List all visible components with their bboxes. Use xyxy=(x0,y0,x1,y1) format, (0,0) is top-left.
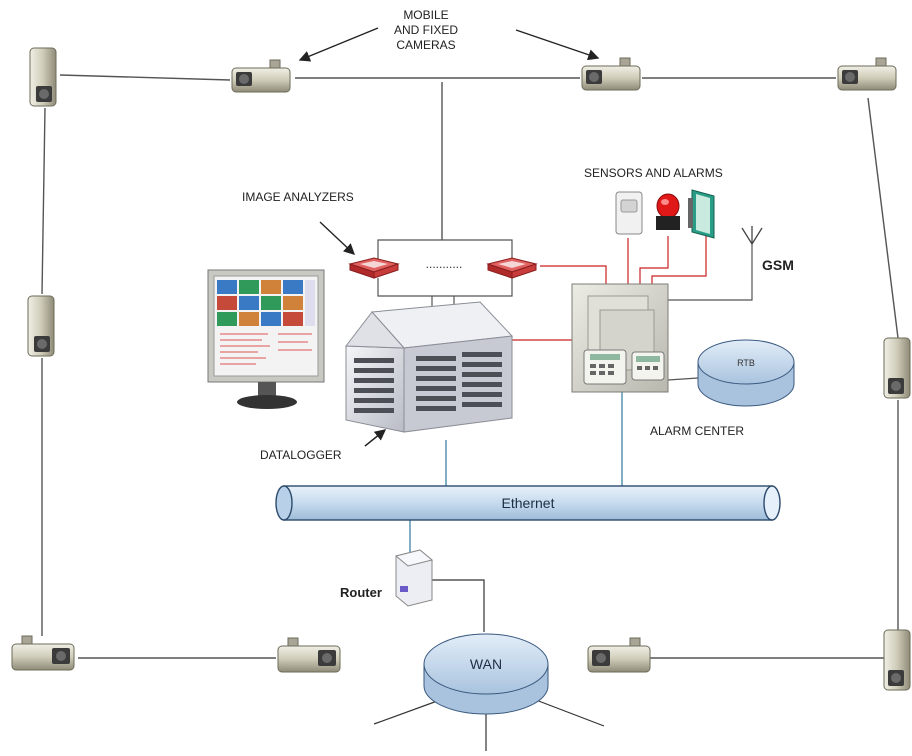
motion-sensor xyxy=(615,191,643,235)
datalogger-server xyxy=(345,301,514,433)
camera-bottom-center-left xyxy=(277,637,341,673)
alarm-center-label: ALARM CENTER xyxy=(650,424,745,438)
wire-analyzer-panel xyxy=(540,265,607,284)
monitor xyxy=(207,269,325,409)
image-analyzer-left xyxy=(348,257,400,279)
sensors-alarms-label: SENSORS AND ALARMS xyxy=(584,166,723,180)
camera-right-middle xyxy=(883,337,911,399)
analyzer-bus xyxy=(377,239,513,312)
wan-link-left xyxy=(373,699,441,725)
cameras-label: MOBILE AND FIXED CAMERAS xyxy=(393,8,458,52)
alarm-keypad-secondary xyxy=(631,351,665,381)
wan-node: WAN xyxy=(423,633,549,715)
wan-link-right xyxy=(535,699,605,727)
camera-top-center xyxy=(581,57,641,91)
camera-left-middle xyxy=(27,295,55,357)
image-analyzers-label: IMAGE ANALYZERS xyxy=(242,190,354,204)
wire-router-wan xyxy=(432,579,485,632)
router-device xyxy=(394,549,434,607)
camera-bottom-center-right xyxy=(587,637,651,673)
arrow-to-datalogger xyxy=(364,429,387,447)
camera-label-arrows xyxy=(298,27,600,447)
alarm-keypad xyxy=(583,349,627,385)
wire-sensor-2 xyxy=(639,236,669,284)
gsm-antenna-icon xyxy=(741,226,763,245)
arrow-to-camera-right xyxy=(515,29,600,61)
rtb-label: RTB xyxy=(737,358,755,368)
alarm-control-panel xyxy=(571,283,669,393)
image-analyzer-right xyxy=(486,257,538,279)
analyzer-ellipsis: ........... xyxy=(426,257,463,271)
monitor-video-grid xyxy=(217,280,315,326)
gsm-label: GSM xyxy=(762,257,794,273)
router-label: Router xyxy=(340,585,382,600)
ethernet-label: Ethernet xyxy=(502,495,555,511)
alarm-wiring xyxy=(510,236,707,341)
camera-bottom-left xyxy=(11,635,75,671)
analyzer-bus-top xyxy=(377,239,513,262)
ethernet-bus: Ethernet xyxy=(275,485,781,521)
camera-top-right xyxy=(837,57,897,91)
camera-left-top xyxy=(29,47,57,107)
wire-gsm-panel xyxy=(668,244,753,301)
wan-label: WAN xyxy=(470,656,502,672)
wire-left-upper xyxy=(41,107,46,295)
wire-panel-rtb xyxy=(667,377,699,381)
network-wiring xyxy=(409,392,623,554)
datalogger-label: DATALOGGER xyxy=(260,448,342,462)
camera-right-bottom xyxy=(883,629,911,691)
wire-sensor-3 xyxy=(651,236,707,284)
camera-perimeter-wiring xyxy=(41,74,899,659)
wire-right-upper xyxy=(867,97,899,339)
arrow-to-camera-left xyxy=(298,27,379,62)
gsm-rtb-wiring xyxy=(667,244,753,381)
analyzer-bus-bottom xyxy=(377,278,513,297)
wire-cam1-cam2 xyxy=(59,74,231,81)
rtb-node: RTB xyxy=(697,339,795,407)
door-sensor xyxy=(688,189,715,239)
server-vents xyxy=(354,352,502,413)
siren-alarm xyxy=(656,193,680,230)
monitor-log-lines xyxy=(220,333,312,365)
arrow-to-analyzer xyxy=(319,221,356,255)
camera-top-left xyxy=(231,59,291,93)
